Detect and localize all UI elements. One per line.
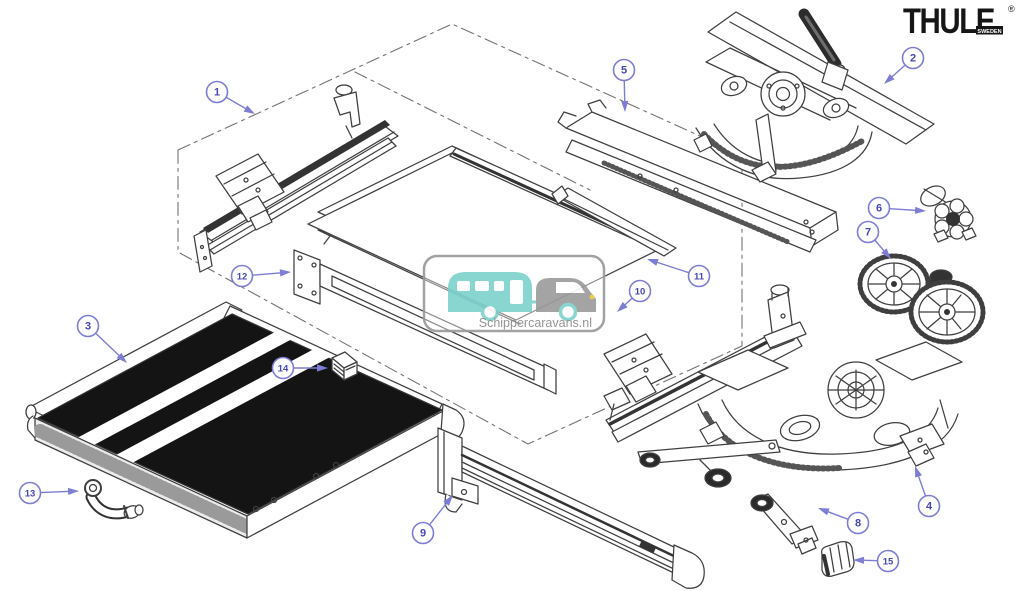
callout-leader-line-2 xyxy=(889,64,906,80)
callout-arrowhead-15 xyxy=(853,556,865,564)
watermark-site-text: Schippercaravans.nl xyxy=(479,316,592,330)
callout-number-5: 5 xyxy=(621,65,627,77)
callout-number-4: 4 xyxy=(926,501,933,513)
watermark-caravan-icon xyxy=(448,272,540,322)
brand-sublabel-text: SWEDEN xyxy=(977,29,1001,35)
callout-number-2: 2 xyxy=(910,53,916,65)
callout-number-11: 11 xyxy=(694,272,705,283)
part-14-adapter-block xyxy=(331,351,358,381)
callout-arrowhead-14 xyxy=(317,364,328,372)
callout-number-14: 14 xyxy=(278,364,289,375)
callout-arrowhead-8 xyxy=(818,508,830,516)
dashed-boundary-outline xyxy=(177,23,743,445)
callout-number-3: 3 xyxy=(85,321,91,333)
callout-balloon-14 xyxy=(271,356,295,380)
watermark-car-icon xyxy=(536,278,596,322)
callout-leader-line-1 xyxy=(225,96,249,111)
callout-arrowhead-4 xyxy=(915,466,922,478)
callout-arrowhead-13 xyxy=(67,487,79,495)
callout-arrowhead-3 xyxy=(116,352,127,363)
callout-number-10: 10 xyxy=(635,287,646,298)
callout-leader-line-8 xyxy=(825,510,849,520)
part-8-link-arms xyxy=(637,439,819,555)
callout-balloon-12 xyxy=(230,264,254,288)
callout-number-13: 13 xyxy=(25,489,36,500)
exploded-view-artwork xyxy=(25,8,986,589)
callout-balloon-13 xyxy=(18,481,42,505)
callout-arrowhead-1 xyxy=(243,105,255,114)
callout-leader-line-9 xyxy=(428,500,449,526)
callout-balloon-4 xyxy=(917,494,941,518)
callout-arrowhead-7 xyxy=(881,248,891,259)
part-9-front-cross-beam xyxy=(437,427,705,589)
callout-arrowhead-5 xyxy=(621,100,629,112)
callout-balloon-5 xyxy=(612,58,636,82)
part-1-left-slide-rail xyxy=(193,84,399,273)
callout-number-6: 6 xyxy=(876,203,882,215)
part-5-mounting-bracket xyxy=(551,99,839,257)
callout-number-12: 12 xyxy=(237,272,248,283)
callout-number-9: 9 xyxy=(420,528,426,540)
callout-balloon-2 xyxy=(901,46,925,70)
callout-balloon-1 xyxy=(205,80,229,104)
callout-arrowhead-11 xyxy=(647,259,659,266)
part-15-retaining-clip xyxy=(821,541,855,577)
callout-leader-line-5 xyxy=(623,80,626,105)
callout-leader-line-3 xyxy=(95,332,122,359)
part-13-crank-hook xyxy=(84,479,144,520)
brand-logo: THULE ® SWEDEN xyxy=(903,1,1015,40)
callout-balloon-3 xyxy=(76,314,100,338)
callout-balloon-11 xyxy=(687,264,711,288)
callout-leader-line-11 xyxy=(654,260,690,274)
callout-balloon-6 xyxy=(867,196,891,220)
part-6-drive-motor xyxy=(920,185,977,243)
watermark-headlight-dot xyxy=(589,294,595,300)
callout-balloon-9 xyxy=(411,521,435,545)
callout-arrowhead-10 xyxy=(617,301,628,312)
callout-balloon-8 xyxy=(846,511,870,535)
callout-leader-line-6 xyxy=(889,207,919,212)
callout-leader-line-12 xyxy=(252,271,284,276)
callout-balloon-7 xyxy=(856,220,880,244)
callout-arrowhead-9 xyxy=(443,495,453,506)
thule-beam-badge xyxy=(639,539,657,554)
registered-trademark-symbol: ® xyxy=(1008,4,1015,14)
callout-arrowhead-6 xyxy=(914,206,926,214)
callout-number-15: 15 xyxy=(883,557,894,568)
part-7-gear-wheels xyxy=(857,253,986,345)
part-2-board-and-drive-assembly xyxy=(693,8,935,183)
part-12-front-frame-plate xyxy=(293,249,557,395)
callout-arrowhead-12 xyxy=(279,269,291,277)
callout-number-7: 7 xyxy=(865,227,871,239)
callout-leader-line-13 xyxy=(40,490,72,494)
callout-balloon-10 xyxy=(628,279,652,303)
callout-number-1: 1 xyxy=(214,87,220,99)
callout-arrowhead-2 xyxy=(884,74,895,84)
watermark-logo: Schippercaravans.nl xyxy=(422,254,606,333)
callout-leader-line-4 xyxy=(916,473,927,497)
callout-balloon-15 xyxy=(876,549,900,573)
brand-sublabel-box xyxy=(976,26,1003,35)
callout-number-8: 8 xyxy=(855,518,861,530)
